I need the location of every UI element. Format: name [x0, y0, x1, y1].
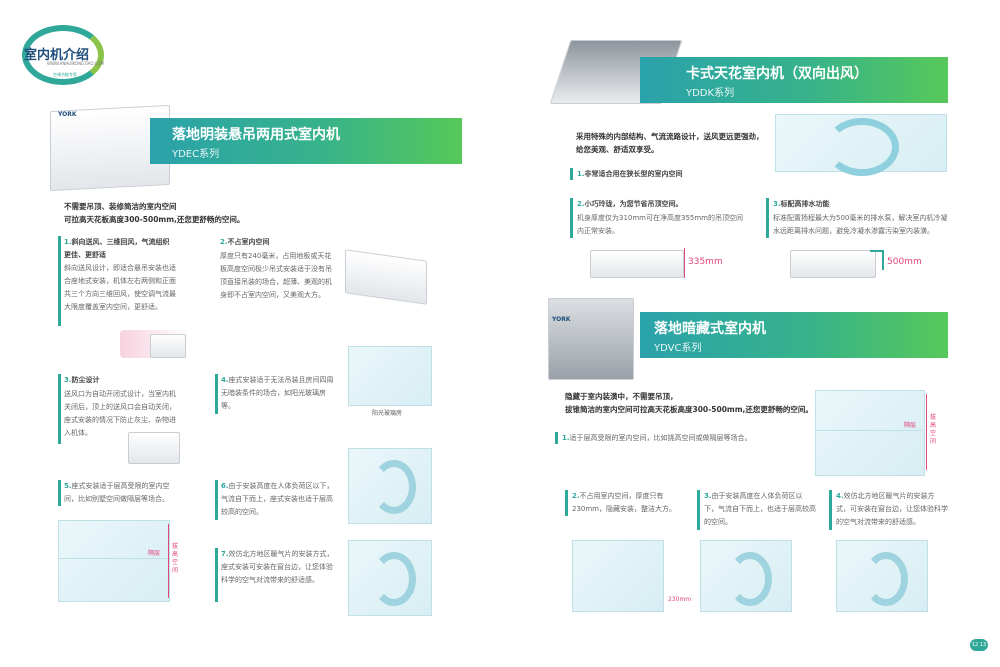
ydec-feature-6-text: 6.由于安装高度在人体负荷区以下，气流自下而上，座式安装也适于层高较高的空间。 [221, 482, 334, 516]
feature-bar [215, 480, 218, 520]
ydvc-loft-image [815, 390, 925, 476]
dim-335: 335mm [688, 257, 723, 267]
feature-bar [829, 490, 832, 530]
ydec-feature-4-text: 4.座式安装适于无法吊装且房间四周无暗装条件的场合，如阳光玻璃房等。 [221, 376, 334, 410]
feature-bar [58, 236, 61, 326]
yddk-feature-3-text: 标准配置扬程最大为500毫米的排水泵，解决室内机冷凝水远距离排水问题，避免冷凝水… [773, 214, 948, 235]
ydvc-product-image [548, 298, 634, 380]
banner-yddk-title: 卡式天花室内机（双向出风） [686, 66, 868, 82]
feature-bar [697, 490, 700, 530]
ydec-unit-small [150, 334, 186, 358]
sunroom-image [348, 346, 432, 406]
height-line [926, 394, 927, 470]
ceiling-unit-image [345, 249, 427, 305]
feature-bar [766, 198, 769, 238]
ydvc-feature-4: 4.效仿北方地区暖气片的安装方式，可安装在窗台边，让您体验科学的空气对流带来的舒… [836, 492, 948, 526]
space-label: 拔高空间 [172, 543, 179, 574]
dim-500: 500mm [887, 257, 922, 267]
ydec-feature-2-title: 2.不占室内空间 [220, 238, 270, 246]
airflow-ring [864, 552, 908, 606]
feature-bar [555, 432, 558, 444]
ydec-feature-1-title: 1.斜向送风、三维回风，气流组织更佳、更舒适 [64, 238, 170, 259]
feature-bar [58, 480, 61, 506]
ydvc-intro-2: 拔锥简洁的室内空间可拉高天花板高度300-500mm,还您更舒畅的空间。 [565, 405, 813, 414]
page-number: 12 13 [970, 639, 988, 651]
floor-divider [815, 430, 923, 431]
ydvc-room-image-1 [572, 540, 664, 612]
feature-bar [565, 490, 568, 516]
site-url: WWW.ANHUIKONGTIAO.COM [47, 61, 104, 66]
ydec-intro-1: 不需要吊顶、装修简洁的室内空间 [64, 202, 177, 211]
ydvc-floor-label: 隔层 [904, 422, 917, 429]
ydvc-space-label: 拔高空间 [930, 414, 937, 445]
yddk-intro-1: 采用特殊的内部结构、气流流路设计，送风更远更强劲， [576, 132, 764, 141]
sunroom-label: 阳光玻璃房 [372, 410, 403, 417]
banner-ydec: 落地明装悬吊两用式室内机 YDEC系列 [150, 118, 462, 164]
banner-ydec-title: 落地明装悬吊两用式室内机 [172, 127, 340, 143]
yddk-feature-3-title: 3.标配高排水功能 [773, 200, 830, 208]
ydvc-feature-2: 2.不占用室内空间，厚度只有230mm，隐藏安装，整洁大方。 [572, 492, 676, 513]
feature-bar [215, 374, 218, 414]
height-line [168, 524, 169, 598]
banner-yddk: 卡式天花室内机（双向出风） YDDK系列 [640, 57, 948, 103]
ydvc-feature-1: 1.适于层高受限的室内空间，比如挑高空间或做隔层等场合。 [562, 434, 752, 442]
section-title: 室内机介绍 [24, 48, 90, 63]
yddk-dim-image-2 [790, 250, 876, 278]
banner-ydec-series: YDEC系列 [172, 149, 220, 160]
banner-yddk-series: YDDK系列 [686, 88, 735, 99]
drain-pipe [870, 250, 884, 270]
header-logo-ring [22, 25, 104, 85]
ydec-feature-2-text: 厚度只有240毫米，占用地板或天花板高度空间极少吊式安装适于没有吊顶直接吊装的场… [220, 252, 332, 299]
feature-bar [570, 168, 573, 180]
floor-divider [58, 558, 168, 559]
ydec-feature-3-title: 3.防尘设计 [64, 376, 100, 384]
feature-bar [58, 374, 61, 444]
floor-label: 隔层 [148, 550, 161, 557]
feature-bar [570, 198, 573, 238]
yddk-feature-2-text: 机身厚度仅为310mm可在净高度355mm的吊顶空间内正常安装。 [577, 214, 743, 235]
ydec-feature-7-text: 7.效仿北方地区暖气片的安装方式，座式安装可安装在窗台边，让您体验科学的空气对流… [221, 550, 334, 584]
ydec-feature-3-text: 送风口为自动开闭式设计，当室内机关闭后，顶上的送风口会自动关闭，座式安装的情况下… [64, 390, 176, 437]
yddk-intro-2: 给您美观、舒适双享受。 [576, 145, 659, 154]
yddk-feature-1: 1.非常适合用在狭长型的室内空间 [577, 170, 683, 178]
ydvc-feature-3: 3.由于安装高度在人体负荷区以下，气流自下而上，也适于层高较高的空间。 [704, 492, 816, 526]
banner-ydvc-title: 落地暗藏式室内机 [654, 321, 766, 337]
airflow-ring [825, 118, 899, 176]
ydec-feature-5-text: 5.座式安装适于层高受限的室内空间，比如别墅空间做隔层等场合。 [64, 482, 170, 503]
banner-ydvc-series: YDVC系列 [654, 343, 702, 354]
yddk-dim-image-1 [590, 250, 684, 278]
site-sub: 空调节能专家 [53, 72, 77, 77]
dim-line [684, 248, 685, 278]
york-logo: YORK [552, 316, 571, 323]
ydec-intro-2: 可拉高天花板高度300-500mm,还您更舒畅的空间。 [64, 215, 245, 224]
feature-bar [215, 548, 218, 602]
banner-ydvc: 落地暗藏式室内机 YDVC系列 [640, 312, 948, 358]
york-logo: YORK [58, 111, 77, 118]
airflow-ring [372, 552, 416, 606]
loft-room-image [58, 520, 170, 602]
dim-230: 230mm [668, 596, 692, 603]
airflow-ring [728, 552, 772, 606]
yddk-feature-2-title: 2.小巧玲珑，为您节省吊顶空间。 [577, 200, 683, 208]
ydvc-intro-1: 隐藏于室内装潢中，不需要吊顶， [565, 392, 678, 401]
floor-unit-image [128, 432, 180, 464]
ydec-feature-1-text: 斜向送风设计，即适合悬吊安装也适合座地式安装，机体左右两侧和正面共三个方向三维回… [64, 264, 176, 311]
airflow-ring [372, 460, 416, 514]
